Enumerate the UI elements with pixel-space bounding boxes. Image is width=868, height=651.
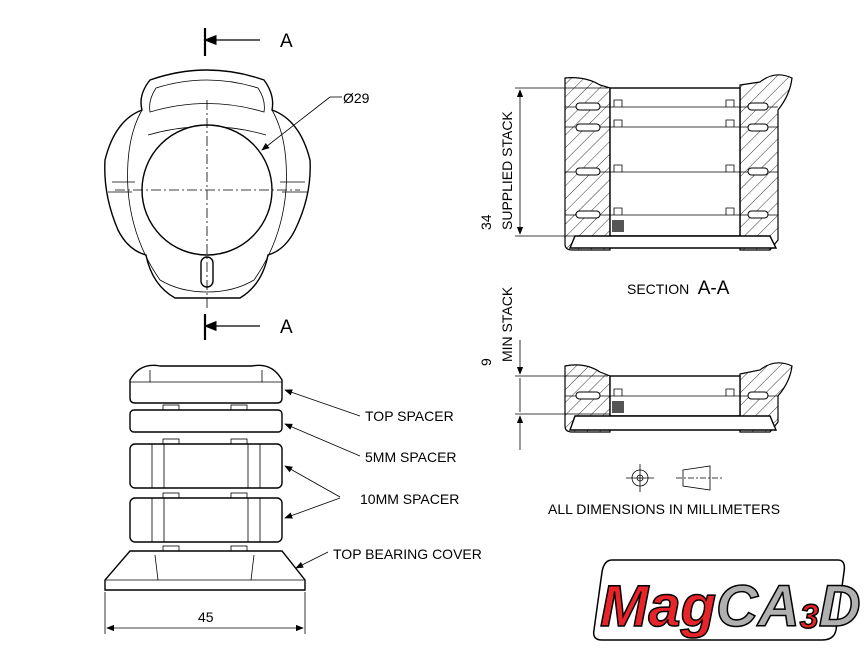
- logo-mark: [612, 220, 624, 232]
- min-stack-label: MIN STACK: [499, 286, 515, 362]
- section-supplied-stack: SUPPLIED STACK 34: [478, 74, 793, 251]
- label-top-spacer: TOP SPACER: [365, 408, 454, 424]
- top-bearing-cover-part: [104, 545, 306, 591]
- exploded-view: TOP SPACER 5MM SPACER 10MM SPACER TOP BE…: [104, 364, 482, 634]
- supplied-stack-label: SUPPLIED STACK: [499, 111, 515, 230]
- logo-text: MagCA3D: [600, 574, 861, 639]
- third-angle-projection-icon: [626, 464, 724, 492]
- 10mm-spacer-part-1: [129, 438, 283, 489]
- label-top-bearing-cover: TOP BEARING COVER: [333, 546, 482, 562]
- top-view: A A Ø29: [104, 28, 370, 340]
- 5mm-spacer-part: [129, 404, 283, 433]
- section-marker-top: A: [280, 31, 293, 52]
- diameter-label: Ø29: [343, 90, 370, 106]
- supplied-stack-dimension: 34: [478, 214, 494, 230]
- 10mm-spacer-part-2: [129, 492, 283, 543]
- label-10mm-spacer: 10MM SPACER: [360, 491, 459, 507]
- label-5mm-spacer: 5MM SPACER: [365, 449, 457, 465]
- section-title-letters: A-A: [698, 278, 730, 299]
- min-stack-dimension: 9: [478, 358, 494, 366]
- section-title-prefix: SECTION: [627, 281, 689, 297]
- width-dimension: 45: [198, 609, 214, 625]
- top-spacer-part: [129, 364, 283, 404]
- section-title: SECTION A-A: [627, 278, 730, 299]
- section-marker-bottom: A: [280, 317, 293, 338]
- logo-mark: [612, 401, 624, 413]
- units-note: ALL DIMENSIONS IN MILLIMETERS: [548, 501, 780, 517]
- magca3d-logo: MagCA3D: [592, 559, 861, 641]
- section-min-stack: MIN STACK 9: [478, 286, 793, 450]
